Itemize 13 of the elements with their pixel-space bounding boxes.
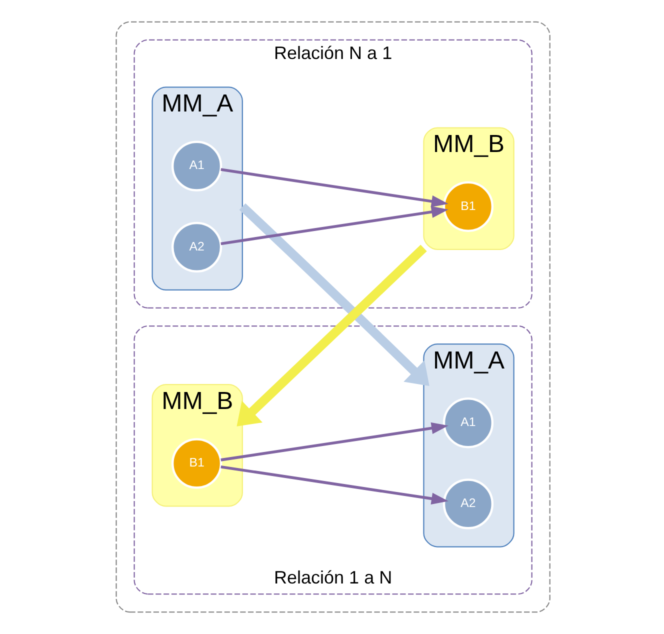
node-circle: B1: [170, 438, 222, 489]
node-circle: A2: [442, 478, 494, 530]
cluster: [115, 21, 550, 613]
node-circle: B1: [442, 181, 494, 232]
arrow: [220, 168, 448, 208]
node-circle: A2: [170, 222, 222, 272]
arrow: [220, 465, 448, 504]
arrow: [236, 244, 426, 426]
arrow: [238, 203, 429, 386]
arrow: [220, 206, 448, 246]
arrow: [220, 422, 448, 462]
node-circle: A1: [170, 140, 222, 192]
node-circle: A1: [442, 398, 494, 448]
